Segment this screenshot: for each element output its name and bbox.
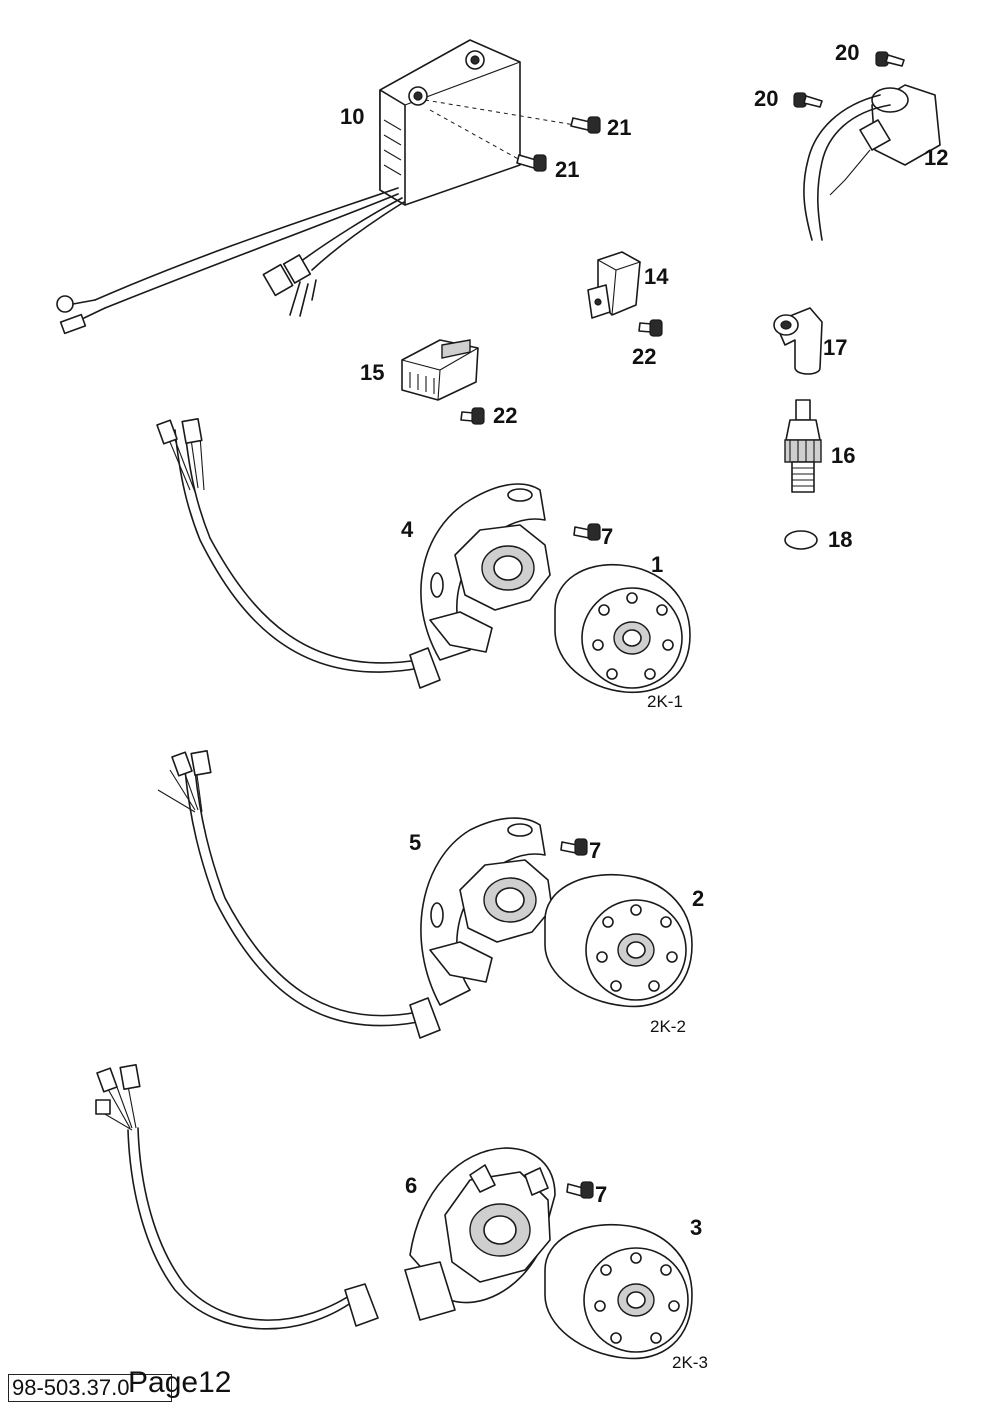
callout-18: 18: [828, 527, 852, 552]
relay-part: [587, 251, 641, 319]
callout-22a: 22: [632, 344, 656, 369]
screw-7-3: [566, 1181, 594, 1199]
spark-plug-part: [784, 399, 822, 493]
callout-10: 10: [340, 104, 364, 129]
stator-4-part: [156, 417, 551, 689]
callout-14: 14: [644, 264, 669, 289]
screw-21-lower: [516, 154, 547, 172]
callout-17: 17: [823, 335, 847, 360]
variant-label-2k2: 2K-2: [650, 1017, 686, 1036]
callout-21b: 21: [555, 157, 579, 182]
voltage-regulator-part: [401, 339, 479, 401]
screw-22-upper: [638, 319, 663, 337]
callout-5: 5: [409, 830, 421, 855]
drawing-number: 98-503.37.0: [12, 1375, 130, 1400]
flywheel-2-part: [544, 873, 693, 1008]
callout-16: 16: [831, 443, 855, 468]
callout-21a: 21: [607, 115, 631, 140]
drawing-number-box: [8, 1374, 172, 1402]
callout-6: 6: [405, 1173, 417, 1198]
flywheel-3-part: [544, 1223, 693, 1360]
screw-22-lower: [460, 407, 485, 425]
callout-1: 1: [651, 552, 663, 577]
o-ring-part: [784, 530, 818, 550]
screw-7-2: [560, 838, 588, 856]
callout-7a: 7: [601, 524, 613, 549]
page-label: Page12: [128, 1366, 232, 1399]
stator-6-part: [95, 1063, 556, 1330]
callout-15: 15: [360, 360, 384, 385]
screw-20-upper: [875, 51, 905, 67]
stator-5-part: [157, 749, 553, 1039]
callout-2: 2: [692, 886, 704, 911]
flywheel-1-part: [554, 563, 691, 694]
callout-4: 4: [401, 517, 414, 542]
screw-7-1: [573, 523, 601, 541]
callout-12: 12: [924, 145, 948, 170]
variant-label-2k1: 2K-1: [647, 692, 683, 711]
callout-20a: 20: [835, 40, 859, 65]
cdi-unit-part: [56, 39, 521, 335]
callout-20b: 20: [754, 86, 778, 111]
spark-plug-cap-part: [773, 307, 823, 375]
screw-21-upper: [570, 116, 601, 134]
screw-20-lower: [793, 92, 823, 108]
callout-7c: 7: [595, 1182, 607, 1207]
variant-label-2k3: 2K-3: [672, 1353, 708, 1372]
callout-22b: 22: [493, 403, 517, 428]
ignition-coil-part: [803, 84, 941, 241]
callout-3: 3: [690, 1215, 702, 1240]
callout-7b: 7: [589, 838, 601, 863]
